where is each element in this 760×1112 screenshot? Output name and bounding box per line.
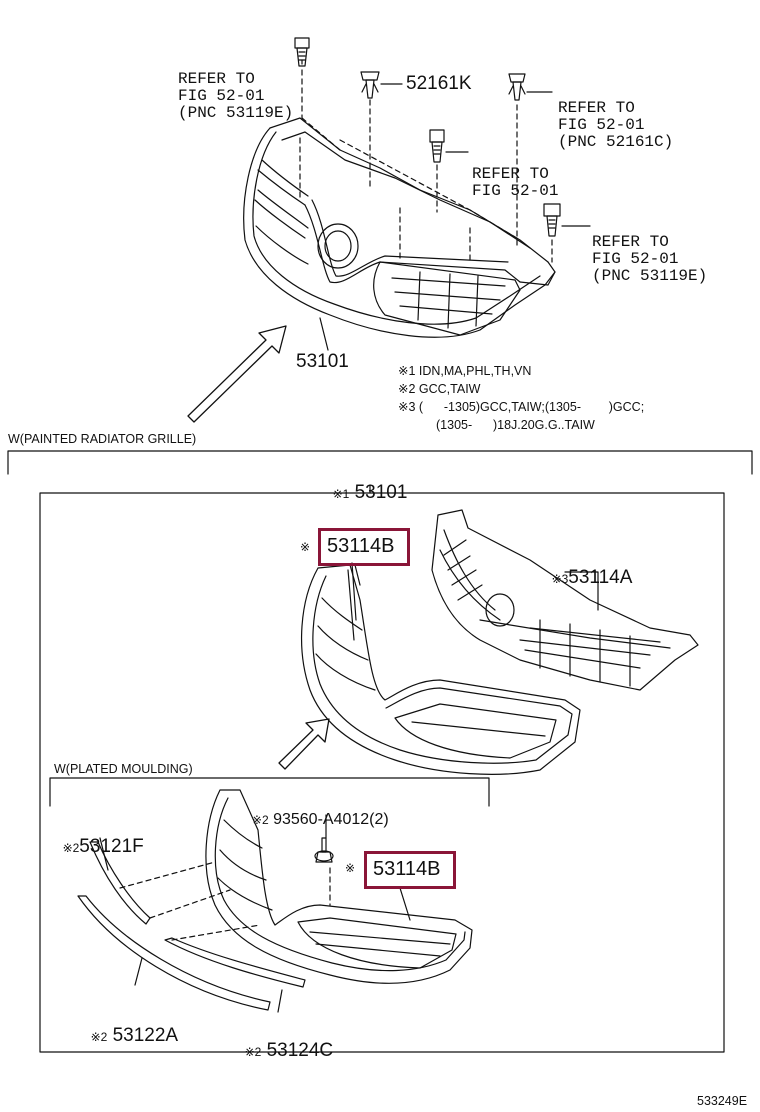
moulding-53122A bbox=[77, 895, 271, 1011]
top-grille-illustration bbox=[243, 117, 556, 338]
moulding-53121F bbox=[89, 841, 151, 925]
highlight-53114b-painted bbox=[318, 528, 410, 566]
plated-grille-illustration bbox=[205, 789, 473, 984]
top-label-leaders bbox=[301, 59, 591, 351]
top-direction-arrow bbox=[187, 325, 287, 423]
fastener-icons-top bbox=[294, 37, 561, 237]
painted-grille-mesh bbox=[431, 509, 699, 691]
part-number-53114b-painted: 53114B bbox=[327, 535, 395, 557]
footer-code: 533249E bbox=[697, 1094, 748, 1108]
plated-label-leaders bbox=[99, 814, 411, 1013]
part-number-53122a: ※2 53122A bbox=[90, 1025, 179, 1046]
note-3a: ※3 ( -1305)GCC,TAIW;(1305- )GCC; bbox=[398, 400, 645, 414]
note-3b: (1305- )18J.20G.G..TAIW bbox=[436, 418, 595, 432]
painted-section-title: W(PAINTED RADIATOR GRILLE) bbox=[8, 432, 197, 446]
part-number-53101-top: 53101 bbox=[296, 351, 349, 372]
part-number-53124c: ※2 53124C bbox=[244, 1040, 334, 1061]
part-number-53101-painted: ※1 53101 bbox=[332, 482, 408, 503]
plated-section-title: W(PLATED MOULDING) bbox=[54, 762, 193, 776]
note-1: ※1 IDN,MA,PHL,TH,VN bbox=[398, 364, 532, 378]
clip-93560-icon bbox=[314, 837, 334, 863]
painted-section-frame bbox=[39, 492, 725, 1053]
part-number-53114a: ※353114A bbox=[551, 567, 633, 588]
painted-direction-arrow bbox=[278, 718, 330, 770]
mark-53114b-plated: ※ bbox=[345, 861, 356, 875]
part-number-52161k: 52161K bbox=[406, 73, 472, 94]
moulding-53124C bbox=[164, 937, 306, 988]
part-number-53121f: ※253121F bbox=[62, 836, 144, 857]
painted-section-bracket bbox=[7, 450, 753, 475]
top-leader-lines bbox=[299, 69, 553, 263]
painted-label-leaders bbox=[351, 562, 599, 621]
plated-leader-lines bbox=[119, 861, 331, 941]
mark-53114b-painted: ※ bbox=[300, 540, 311, 554]
painted-grille-shell bbox=[300, 564, 581, 775]
plated-section-bracket bbox=[49, 777, 490, 807]
part-number-53114b-plated: 53114B bbox=[373, 858, 441, 880]
part-number-93560: ※2 93560-A4012(2) bbox=[251, 811, 389, 828]
highlight-53114b-plated bbox=[364, 851, 456, 889]
note-2: ※2 GCC,TAIW bbox=[398, 382, 481, 396]
